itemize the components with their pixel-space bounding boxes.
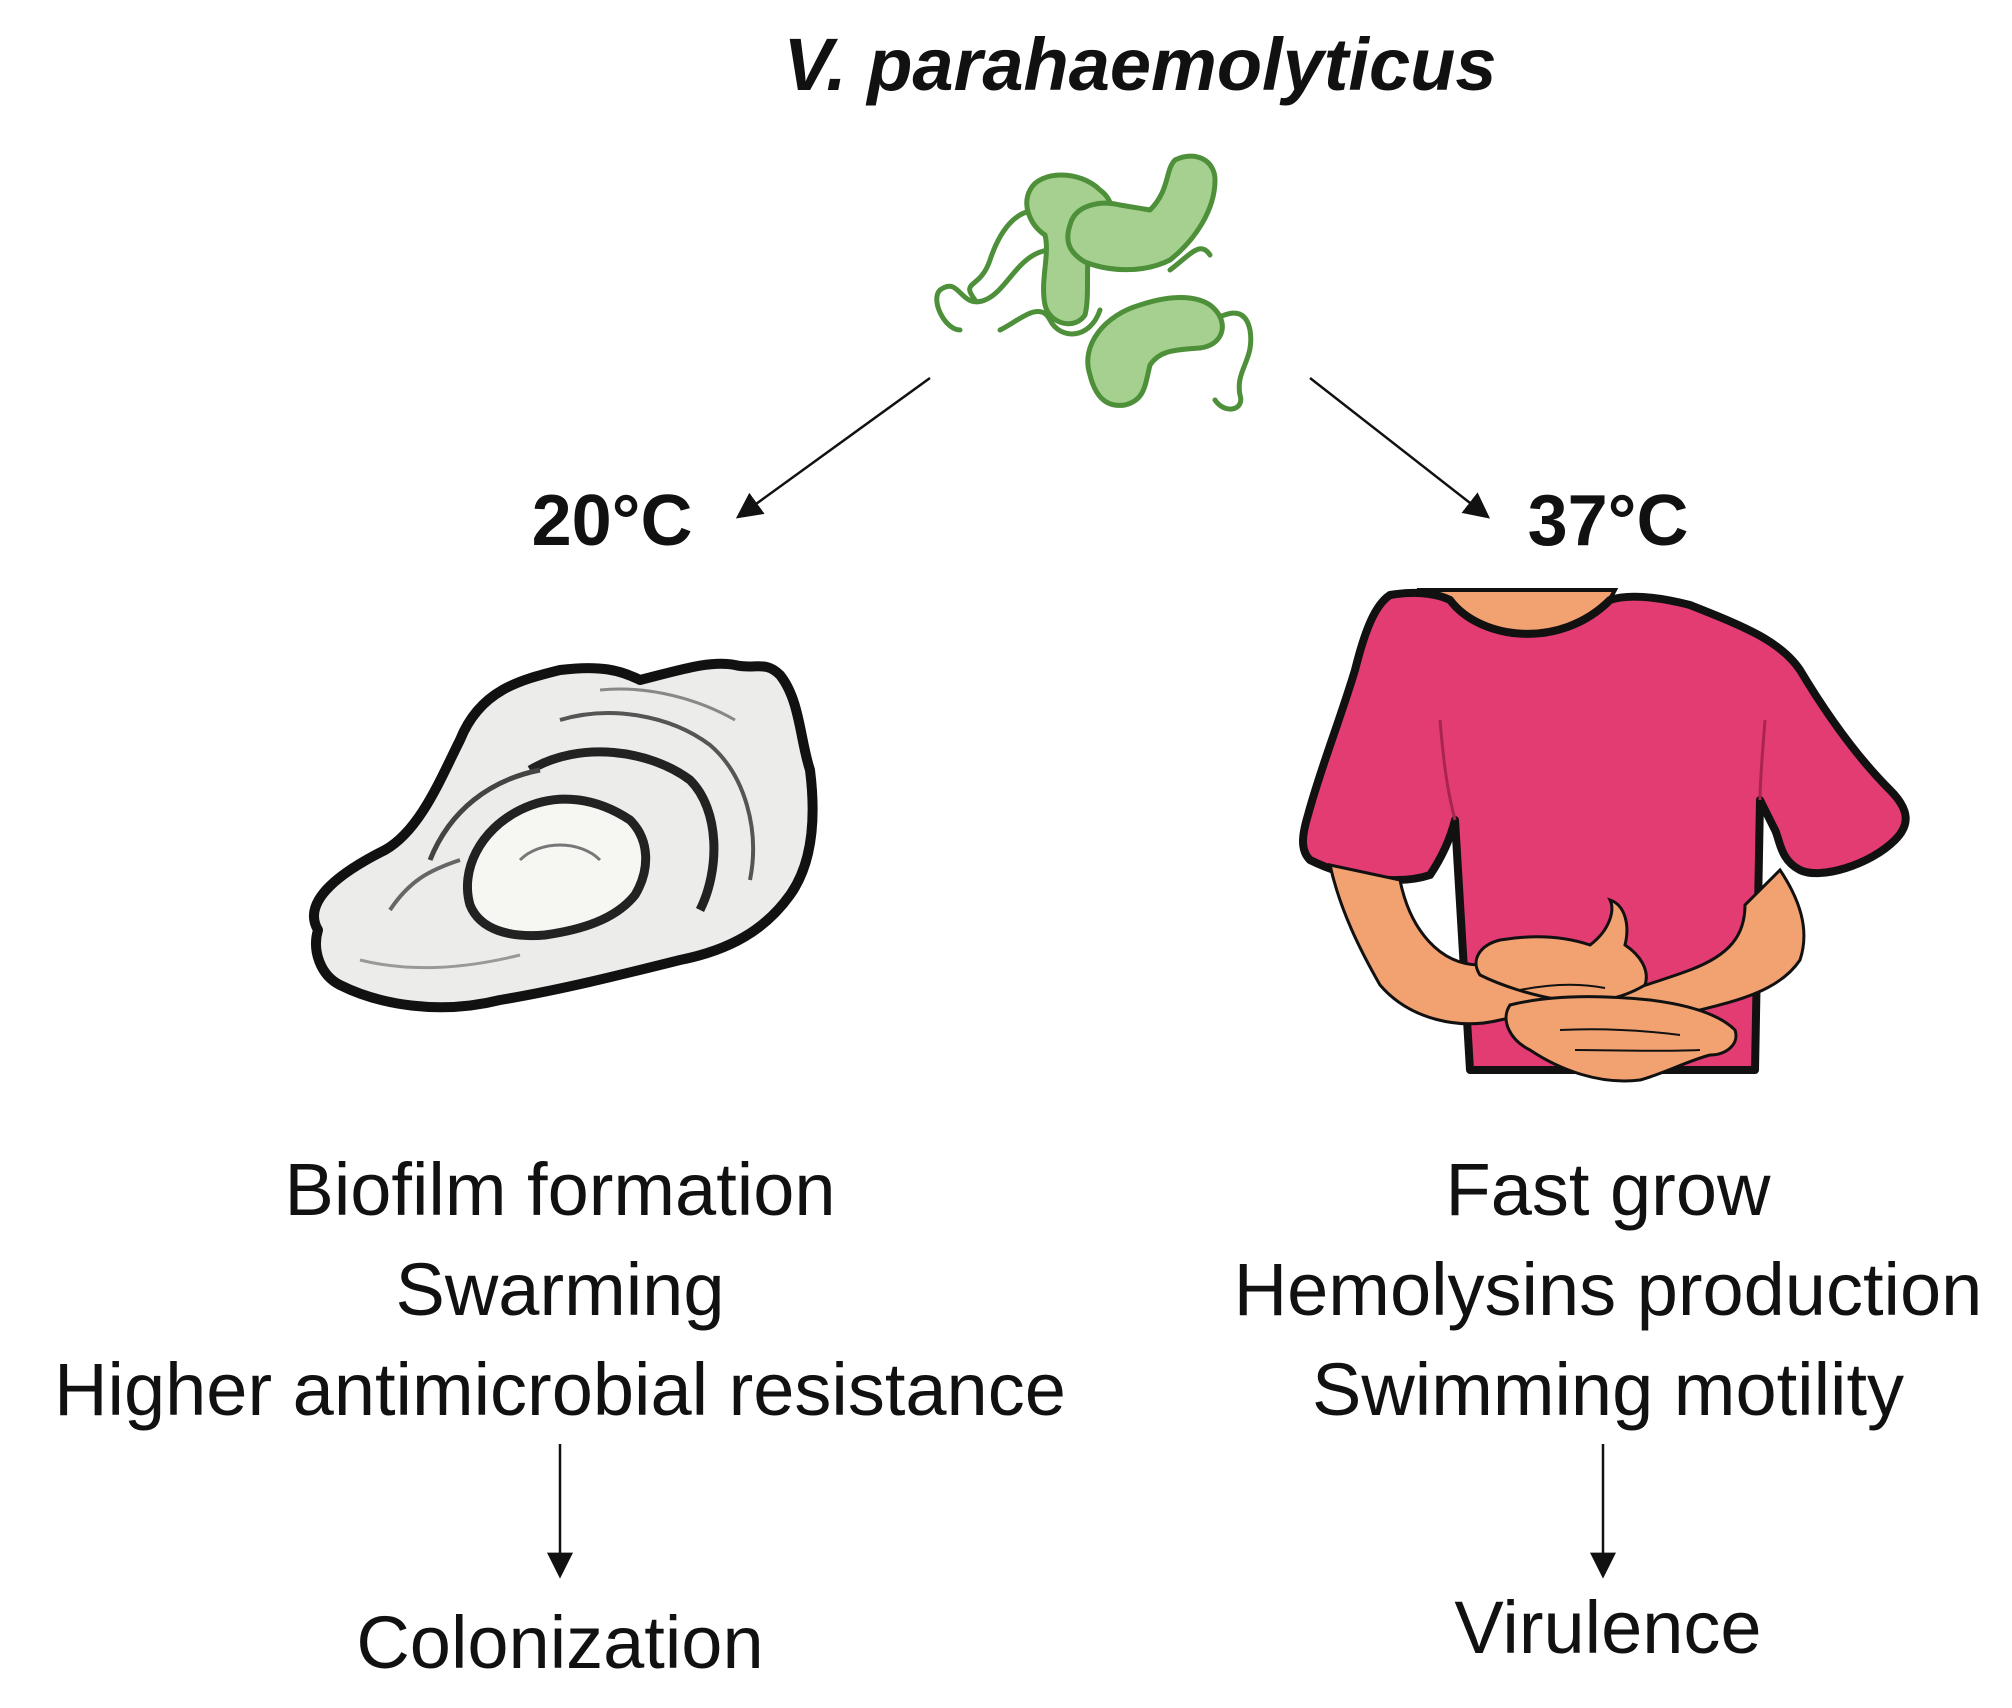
temperature-label-37c: 37°C (1527, 481, 1689, 561)
human-stomach-ache-icon (1299, 588, 1910, 1083)
arrow-to-37c (1309, 377, 1491, 519)
trait-item: Swarming (395, 1248, 725, 1331)
temperature-label-20c: 20°C (531, 481, 693, 561)
trait-item: Higher antimicrobial resistance (54, 1348, 1066, 1431)
flagella (934, 208, 1254, 412)
traits-37c: Fast grow Hemolysins production Swimming… (1234, 1140, 1983, 1440)
trait-item: Fast grow (1445, 1148, 1771, 1231)
bacteria-icon (934, 153, 1254, 412)
traits-20c: Biofilm formation Swarming Higher antimi… (54, 1140, 1066, 1440)
organism-title: V. parahaemolyticus (783, 23, 1497, 106)
trait-item: Hemolysins production (1233, 1248, 1983, 1331)
arrow-to-20c (735, 376, 931, 519)
bacteria-cells (1024, 153, 1225, 408)
trait-item: Swimming motility (1311, 1348, 1905, 1431)
outcome-virulence: Virulence (1454, 1586, 1762, 1669)
outcome-colonization: Colonization (356, 1601, 764, 1684)
oyster-icon (308, 658, 818, 1013)
trait-item: Biofilm formation (284, 1148, 836, 1231)
